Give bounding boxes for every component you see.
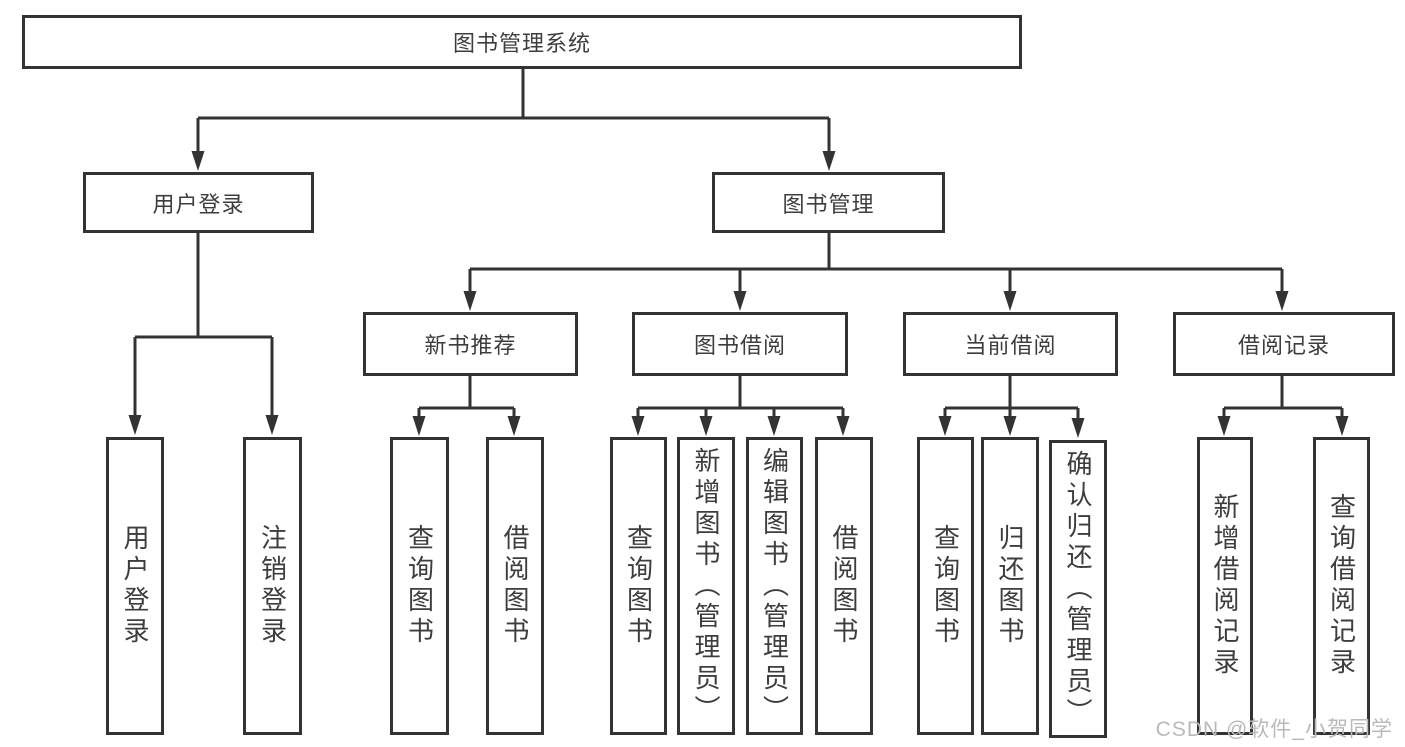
node-borrowing-records: 借阅记录 <box>1173 312 1395 376</box>
node-new-book-recommend: 新书推荐 <box>363 312 578 376</box>
leaf-edit-books-admin-label: 编辑图书（管理员） <box>759 446 790 726</box>
node-borrowing-records-label: 借阅记录 <box>1237 333 1330 358</box>
leaf-return-books-label: 归还图书 <box>995 524 1025 648</box>
node-book-borrowing: 图书借阅 <box>632 312 848 376</box>
leaf-query-books-recommend: 查询图书 <box>390 437 449 735</box>
node-current-borrowing-label: 当前借阅 <box>964 333 1057 358</box>
leaf-confirm-return-admin-label: 确认归还（管理员） <box>1063 449 1093 729</box>
node-book-management-label: 图书管理 <box>782 191 875 217</box>
leaf-add-borrow-record: 新增借阅记录 <box>1197 437 1253 735</box>
leaf-add-books-admin: 新增图书（管理员） <box>677 437 735 735</box>
csdn-watermark: CSDN @软件_小贺同学 <box>1155 718 1393 741</box>
node-current-borrowing: 当前借阅 <box>903 312 1118 376</box>
leaf-add-books-admin-label: 新增图书（管理员） <box>691 446 721 726</box>
node-library-system-label: 图书管理系统 <box>452 31 591 56</box>
leaf-logout: 注销登录 <box>243 437 302 735</box>
leaf-borrow-books-recommend: 借阅图书 <box>486 437 544 735</box>
leaf-query-books-borrow-label: 查询图书 <box>623 524 654 648</box>
leaf-query-borrow-record: 查询借阅记录 <box>1313 437 1370 735</box>
leaf-query-books-recommend-label: 查询图书 <box>404 524 435 648</box>
leaf-edit-books-admin: 编辑图书（管理员） <box>746 437 803 735</box>
leaf-return-books: 归还图书 <box>981 437 1039 735</box>
leaf-borrow-books-recommend-label: 借阅图书 <box>500 524 530 648</box>
node-new-book-recommend-label: 新书推荐 <box>424 333 517 358</box>
leaf-query-borrow-record-label: 查询借阅记录 <box>1326 493 1357 679</box>
leaf-query-books-current: 查询图书 <box>917 437 974 735</box>
leaf-logout-label: 注销登录 <box>257 524 288 648</box>
leaf-borrow-books: 借阅图书 <box>815 437 873 735</box>
node-book-management: 图书管理 <box>712 172 945 233</box>
leaf-add-borrow-record-label: 新增借阅记录 <box>1210 493 1240 679</box>
leaf-query-books-current-label: 查询图书 <box>930 524 961 648</box>
node-book-borrowing-label: 图书借阅 <box>693 333 786 358</box>
node-user-login: 用户登录 <box>83 172 314 233</box>
leaf-confirm-return-admin: 确认归还（管理员） <box>1049 440 1107 738</box>
node-library-system: 图书管理系统 <box>22 15 1022 69</box>
leaf-borrow-books-label: 借阅图书 <box>829 524 859 648</box>
node-user-login-label: 用户登录 <box>152 191 245 217</box>
leaf-user-login: 用户登录 <box>106 437 164 735</box>
leaf-query-books-borrow: 查询图书 <box>610 437 667 735</box>
leaf-user-login-label: 用户登录 <box>120 524 150 648</box>
